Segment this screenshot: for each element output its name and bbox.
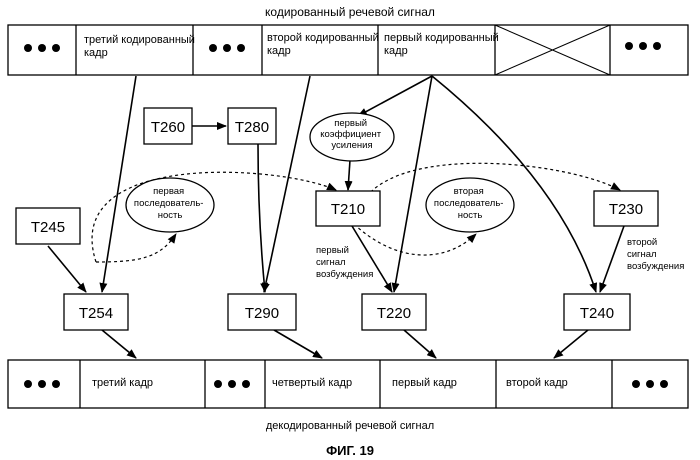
arrow-t245-to-t254 (48, 246, 86, 292)
ellipsis-dots-bottom-right (632, 380, 668, 388)
arrow-t210-to-t220 (352, 226, 392, 292)
task-t210: T210 (316, 191, 380, 226)
svg-text:T230: T230 (609, 201, 643, 218)
svg-text:T260: T260 (151, 119, 185, 136)
svg-text:T280: T280 (235, 119, 269, 136)
arrow-t220-to-decoded1 (404, 330, 436, 358)
arrow-gain-to-t210 (348, 160, 350, 190)
ellipsis-dots-top-mid (209, 44, 245, 52)
ellipsis-dots-bottom-left (24, 380, 60, 388)
decoded-signal-title: декодированный речевой сигнал (266, 420, 434, 432)
decoded-frame-2: второй кадр (506, 377, 568, 389)
first-sequence-ellipse: первая последователь- ность (126, 178, 214, 232)
task-t245: T245 (16, 208, 80, 244)
arrow-t254-to-decoded3 (102, 330, 136, 358)
first-excitation-signal-label: первый сигнал возбуждения (316, 245, 373, 280)
svg-text:T245: T245 (31, 219, 65, 236)
task-t280: T280 (228, 108, 276, 144)
svg-text:T210: T210 (331, 201, 365, 218)
arrow-t290-to-decoded4 (274, 330, 322, 358)
decoded-frame-1: первый кадр (392, 377, 457, 389)
second-sequence-ellipse: вторая последователь- ность (426, 178, 514, 232)
second-excitation-signal-label: второй сигнал возбуждения (627, 237, 684, 272)
task-t290: T290 (228, 294, 296, 330)
first-gain-ellipse: первый коэффициент усиления (310, 113, 394, 161)
svg-text:T254: T254 (79, 305, 113, 322)
figure-caption: ФИГ. 19 (326, 443, 374, 458)
task-t260: T260 (144, 108, 192, 144)
task-t254: T254 (64, 294, 128, 330)
task-t220: T220 (362, 294, 426, 330)
ellipsis-dots-top-right (625, 42, 661, 50)
svg-text:T290: T290 (245, 305, 279, 322)
ellipsis-dots-top-left (24, 44, 60, 52)
svg-text:T220: T220 (377, 305, 411, 322)
arrow-t280-to-t290 (258, 144, 265, 292)
task-t240: T240 (564, 294, 630, 330)
encoded-signal-title: кодированный речевой сигнал (265, 5, 435, 19)
svg-text:T240: T240 (580, 305, 614, 322)
arrow-t240-to-decoded2 (554, 330, 588, 358)
task-t230: T230 (594, 191, 658, 226)
arrow-t230-to-t240 (600, 226, 624, 292)
decoded-frame-4: четвертый кадр (272, 377, 352, 389)
arrow-encoded1-to-t220 (394, 76, 432, 292)
decoded-frame-3: третий кадр (92, 377, 153, 389)
arrow-encoded3-to-t254 (102, 76, 136, 292)
ellipsis-dots-bottom-mid (214, 380, 250, 388)
arrow-encoded1-to-gain (358, 76, 432, 116)
dashed-arrow-t254-to-t210 (92, 172, 336, 262)
